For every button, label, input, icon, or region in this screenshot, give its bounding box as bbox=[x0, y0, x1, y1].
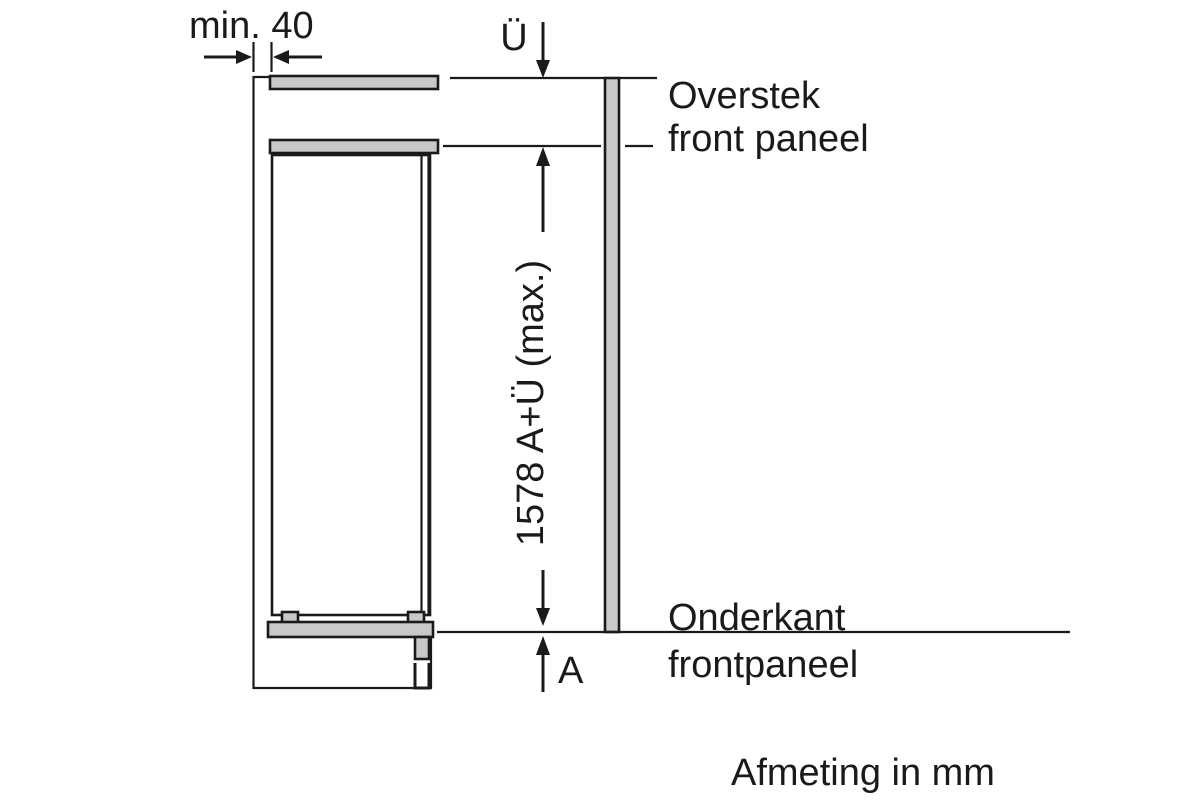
top-shelf-panel bbox=[268, 74, 440, 91]
bottom-gap-symbol-label: A bbox=[558, 650, 584, 692]
bottom-panel-annotation: Onderkant frontpaneel bbox=[668, 597, 858, 686]
overhang-annotation-line2: front paneel bbox=[668, 118, 869, 160]
overhang-annotation-line1: Overstek bbox=[668, 75, 821, 117]
adjustable-foot-detail bbox=[413, 635, 431, 690]
arrow-down-icon bbox=[536, 608, 550, 626]
bottom-plinth-bar bbox=[266, 620, 435, 639]
bottom-annotation-line1: Onderkant bbox=[668, 597, 846, 639]
appliance-top-panel bbox=[268, 138, 440, 155]
arrow-down-icon bbox=[536, 60, 550, 78]
arrow-right-icon bbox=[236, 50, 252, 64]
arrow-up-icon bbox=[536, 147, 550, 166]
caption-block: Afmeting in mm bbox=[731, 752, 995, 794]
appliance-body bbox=[270, 153, 432, 617]
min-depth-dimension: min. 40 bbox=[189, 5, 322, 72]
arrow-up-icon bbox=[536, 636, 550, 655]
front-panel bbox=[603, 76, 621, 634]
bottom-gap-dimension: A bbox=[536, 636, 584, 692]
height-dimension-label: 1578 A+Ü (max.) bbox=[510, 260, 552, 546]
min-depth-label: min. 40 bbox=[189, 5, 314, 47]
overhang-dimension: Ü bbox=[500, 17, 550, 78]
bottom-annotation-line2: frontpaneel bbox=[668, 644, 858, 686]
overhang-annotation: Overstek front paneel bbox=[668, 75, 869, 160]
units-caption: Afmeting in mm bbox=[731, 752, 995, 794]
height-dimension: 1578 A+Ü (max.) bbox=[510, 147, 552, 626]
cabinet-outline bbox=[252, 75, 433, 690]
overhang-symbol-label: Ü bbox=[500, 17, 527, 59]
arrow-left-icon bbox=[273, 50, 289, 64]
